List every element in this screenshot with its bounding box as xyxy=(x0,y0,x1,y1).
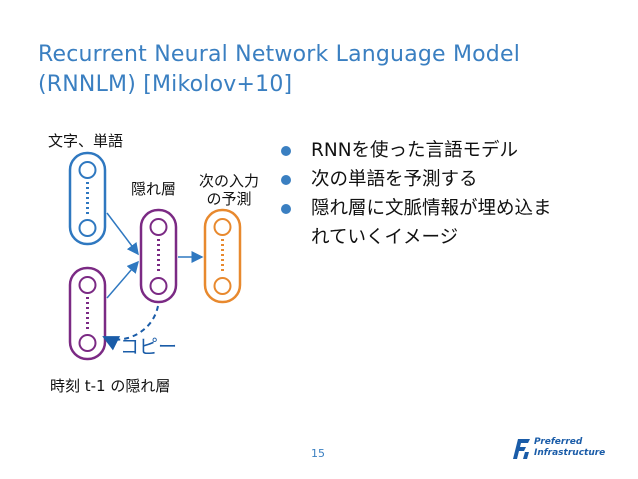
bullet-text: RNNを使った言語モデル xyxy=(311,140,519,161)
hidden-node-column xyxy=(139,208,178,304)
bullet-text: 隠れ層に文脈情報が埋め込ま xyxy=(311,198,552,219)
logo-text: Preferred Infrastructure xyxy=(534,437,605,459)
bullet-text: 次の単語を予測する xyxy=(311,169,478,190)
output-label: 次の入力 の予測 xyxy=(194,172,264,208)
copy-arrow xyxy=(102,305,159,351)
company-logo: Preferred Infrastructure xyxy=(512,437,632,463)
input-label: 文字、単語 xyxy=(48,132,124,150)
input-node-column xyxy=(68,151,107,246)
slide-title-line1: Recurrent Neural Network Language Model xyxy=(38,42,521,67)
bullet-dot-icon xyxy=(281,204,291,214)
bullet-dot-icon xyxy=(281,146,291,156)
logo-line2: Infrastructure xyxy=(534,448,606,458)
prev-hidden-to-hidden-arrow xyxy=(106,260,139,299)
bullet-item: 次の単語を予測する xyxy=(277,165,627,194)
slide-title-line2: (RNNLM) [Mikolov+10] xyxy=(38,72,293,97)
copy-label: コピー xyxy=(120,336,178,358)
bullet-item: 隠れ層に文脈情報が埋め込ま xyxy=(277,194,627,223)
logo-line1: Preferred xyxy=(534,437,583,447)
prev-hidden-label: 時刻 t-1 の隠れ層 xyxy=(50,377,171,395)
hidden-layer-label: 隠れ層 xyxy=(131,180,177,198)
input-to-hidden-arrow xyxy=(106,212,139,256)
prev-hidden-node-column xyxy=(68,266,107,361)
bullet-dot-icon xyxy=(281,175,291,185)
output-label-line2: の予測 xyxy=(206,190,252,208)
bullet-item: RNNを使った言語モデル xyxy=(277,136,627,165)
logo-mark-icon xyxy=(513,439,530,459)
output-label-line1: 次の入力 xyxy=(198,172,259,190)
page-number: 15 xyxy=(311,447,325,460)
bullet-text: れていくイメージ xyxy=(311,227,459,248)
bullet-list: RNNを使った言語モデル 次の単語を予測する 隠れ層に文脈情報が埋め込ま れてい… xyxy=(277,136,627,252)
slide-title: Recurrent Neural Network Language Model … xyxy=(38,40,520,100)
output-node-column xyxy=(203,208,242,304)
bullet-item-continuation: れていくイメージ xyxy=(277,223,627,252)
